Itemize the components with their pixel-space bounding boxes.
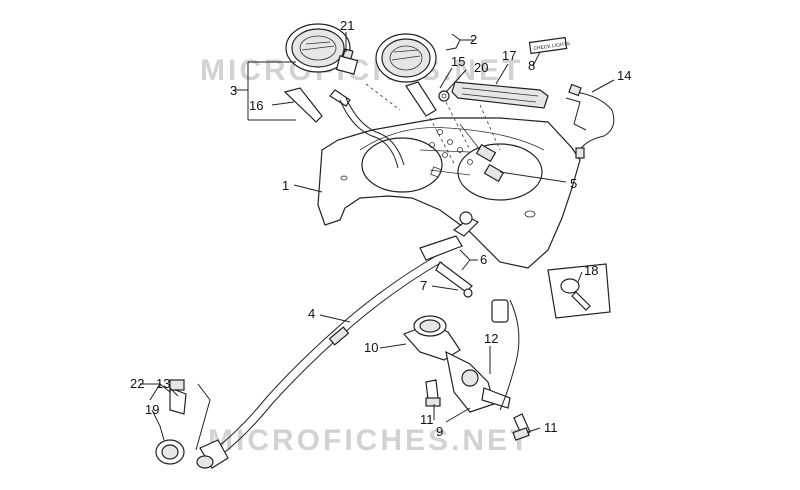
callout-7: 7	[420, 278, 427, 293]
callout-8: 8	[528, 58, 535, 73]
speedometer-cable	[196, 255, 443, 469]
sensor-13	[169, 379, 187, 415]
nut-20	[438, 90, 450, 102]
callout-15: 15	[451, 54, 465, 69]
callout-21: 21	[340, 18, 354, 33]
callout-2: 2	[470, 32, 477, 47]
bolt-11-left	[425, 379, 441, 407]
callout-19: 19	[145, 402, 159, 417]
sockets-5	[459, 123, 505, 183]
callout-10: 10	[364, 340, 378, 355]
dashboard-panel	[317, 117, 581, 269]
gauge-right	[375, 33, 437, 83]
callout-17: 17	[502, 48, 516, 63]
leader-lines	[140, 32, 615, 451]
watermark-bottom: MICROFICHES.NET	[208, 424, 531, 457]
grommet-19	[155, 439, 185, 465]
wire-harness-14	[565, 83, 615, 159]
callout-12: 12	[484, 331, 498, 346]
key-box-18	[547, 263, 611, 319]
callout-18: 18	[584, 263, 598, 278]
part-tag-8: CHECK LIGHTS	[528, 36, 571, 55]
callout-9: 9	[436, 424, 443, 439]
callout-14: 14	[617, 68, 631, 83]
bracket-16	[283, 87, 323, 123]
warning-light-strip	[451, 81, 549, 109]
part-tag-text: CHECK LIGHTS	[533, 41, 571, 52]
bolt-11-right	[512, 413, 531, 441]
callout-5: 5	[570, 176, 577, 191]
gauge-cable	[339, 99, 399, 169]
callout-13: 13	[156, 376, 170, 391]
speedo-drive-6	[419, 211, 480, 298]
callout-22: 22	[130, 376, 144, 391]
callout-4: 4	[308, 306, 315, 321]
callout-1: 1	[282, 178, 289, 193]
ignition-switch-assembly	[402, 299, 520, 413]
callout-11-right: 11	[544, 420, 558, 435]
callout-20: 20	[474, 60, 488, 75]
callout-16: 16	[249, 98, 263, 113]
callout-6: 6	[480, 252, 487, 267]
gauge-left	[285, 23, 351, 107]
callout-3: 3	[230, 83, 237, 98]
bracket-15	[405, 81, 437, 117]
callout-11-left: 11	[420, 412, 434, 427]
watermark-top: MICROFICHES.NET	[200, 54, 523, 87]
callout-numbers: 1 2 3 4 5 6 7 8 9 10 11 11 12 13 14 15 1…	[130, 18, 631, 439]
